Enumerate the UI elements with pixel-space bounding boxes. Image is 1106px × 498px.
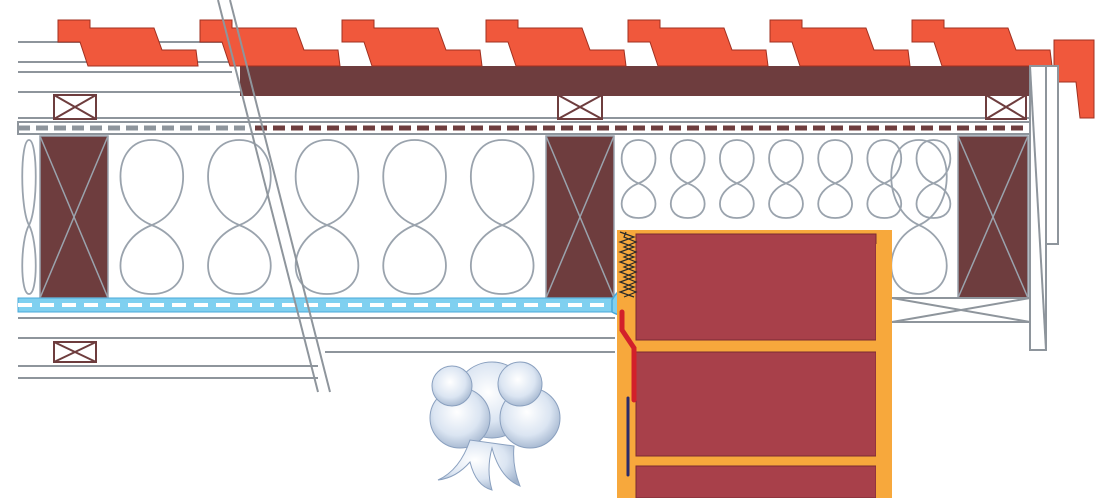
batten-cross-icon [53, 94, 1027, 363]
sealing-tape-zigzag [618, 231, 636, 298]
sealing-tape-zigzag-2 [622, 231, 638, 298]
roof-tile-5 [627, 19, 769, 67]
breather-membrane [17, 121, 1031, 135]
wool-loop-1-0 [620, 139, 657, 219]
roof-tile-2 [199, 19, 341, 67]
airtight-strip [619, 309, 637, 477]
mineral-wool-icon [21, 139, 952, 295]
rafter-icon [39, 135, 1029, 299]
rafter-band [240, 66, 1030, 96]
fascia-board [1029, 65, 1059, 351]
wool-loop-1-1 [669, 139, 706, 219]
wool-loop-1-2 [719, 139, 755, 219]
ceiling-lines [18, 297, 1031, 379]
sealing-tape-icon [618, 231, 638, 298]
condensation-cloud-icon [429, 361, 561, 491]
wool-loop-1-4 [817, 139, 853, 219]
roof-tile-end [1053, 39, 1095, 119]
wool-loop-1-3 [768, 139, 804, 219]
wool-loop-0-1 [207, 139, 272, 295]
roof-tile-4 [485, 19, 627, 67]
roof-tile-3 [341, 19, 483, 67]
wool-loop-0-4 [469, 139, 535, 295]
wool-loop-3-0 [21, 139, 37, 295]
wool-loop-2-0 [890, 139, 948, 295]
wool-loop-0-0 [119, 139, 185, 295]
roof-tile-1 [57, 19, 199, 67]
roof-tile-6 [769, 19, 911, 67]
section-cut-line [217, 0, 331, 393]
wall-masonry-icon [617, 230, 892, 498]
wool-loop-1-6 [915, 139, 952, 219]
wool-loop-0-2 [294, 139, 360, 295]
roof-tiles [57, 19, 1095, 119]
roof-tile-7 [911, 19, 1053, 67]
wool-loop-1-5 [866, 139, 903, 219]
wool-loop-0-3 [382, 139, 447, 295]
